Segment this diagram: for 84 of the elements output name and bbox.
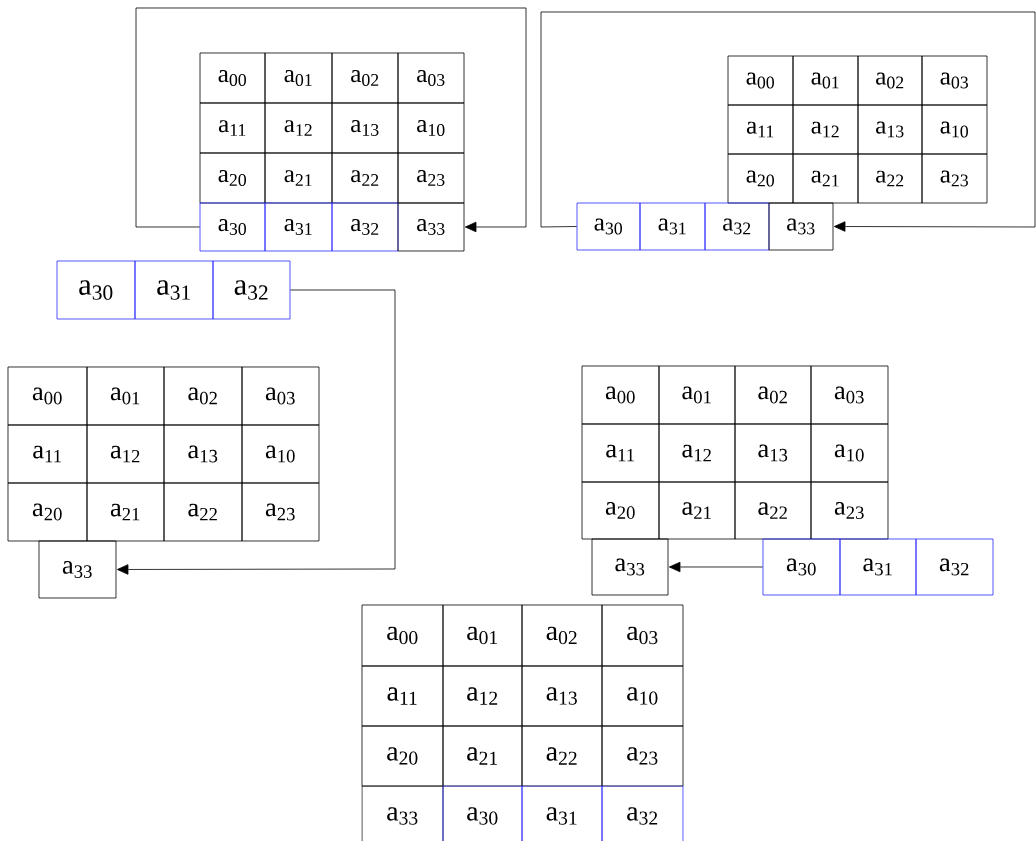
grid-cell: a$_{33}$ [397,202,465,252]
grid-cell: a$_{00}$ [727,55,794,106]
grid-cell: a$_{12}$ [264,102,333,154]
grid-cell: a$_{30}$ [56,260,136,320]
grid-cell: a$_{01}$ [86,366,165,426]
grid-cell: a$_{32}$ [915,538,994,596]
grid-cell: a$_{13}$ [521,665,603,727]
grid-cell: a$_{11}$ [7,424,88,484]
grid-cell: a$_{13}$ [857,104,923,155]
grid-cell: a$_{11}$ [361,665,444,727]
grid-cell: a$_{32}$ [331,202,399,252]
grid-cell: a$_{10}$ [397,102,465,154]
grid-cell: a$_{22}$ [331,152,399,204]
grid-cell: a$_{33}$ [591,538,669,596]
grid-cell: a$_{03}$ [397,52,465,104]
grid-cell: a$_{21}$ [264,152,333,204]
grid-cell: a$_{31}$ [839,538,917,596]
grid-cell: a$_{02}$ [734,365,812,425]
grid-cell: a$_{00}$ [199,52,266,104]
grid-cell: a$_{21}$ [442,725,523,787]
grid-cell: a$_{30}$ [199,202,266,252]
grid-cell: a$_{22}$ [163,482,243,542]
grid-cell: a$_{32}$ [601,785,684,841]
grid-cell: a$_{20}$ [7,482,88,542]
grid-cell: a$_{30}$ [442,785,523,841]
grid-cell: a$_{00}$ [581,365,660,425]
grid-cell: a$_{32}$ [704,202,770,251]
grid-cell: a$_{13}$ [734,423,812,483]
grid-cell: a$_{02}$ [521,604,603,667]
grid-cell: a$_{22}$ [734,481,812,540]
grid-cell: a$_{12}$ [658,423,736,483]
grid-cell: a$_{03}$ [601,604,684,667]
grid-cell: a$_{22}$ [857,153,923,204]
grid-cell: a$_{10}$ [241,424,320,484]
grid-cell: a$_{22}$ [521,725,603,787]
grid-cell: a$_{02}$ [331,52,399,104]
grid-cell: a$_{21}$ [86,482,165,542]
grid-cell: a$_{21}$ [658,481,736,540]
grid-cell: a$_{20}$ [581,481,660,540]
grid-cell: a$_{10}$ [810,423,889,483]
grid-cell: a$_{01}$ [442,604,523,667]
grid-cell: a$_{31}$ [264,202,333,252]
grid-cell: a$_{11}$ [199,102,266,154]
grid-cell: a$_{23}$ [241,482,320,542]
grid-cell: a$_{01}$ [264,52,333,104]
grid-cell: a$_{12}$ [86,424,165,484]
grid-cell: a$_{20}$ [199,152,266,204]
grid-cell: a$_{03}$ [921,55,988,106]
grid-cell: a$_{12}$ [442,665,523,727]
grid-cell: a$_{31}$ [134,260,214,320]
arrow [669,561,763,573]
grid-cell: a$_{12}$ [792,104,859,155]
grid-cell: a$_{11}$ [581,423,660,483]
grid-cell: a$_{02}$ [163,366,243,426]
grid-cell: a$_{33}$ [38,540,117,599]
grid-cell: a$_{10}$ [921,104,988,155]
grid-cell: a$_{20}$ [727,153,794,204]
grid-cell: a$_{00}$ [361,604,444,667]
grid-cell: a$_{30}$ [762,538,841,596]
grid-cell: a$_{01}$ [792,55,859,106]
arrow [135,7,527,233]
grid-cell: a$_{33}$ [768,202,834,251]
grid-cell: a$_{23}$ [921,153,988,204]
grid-cell: a$_{02}$ [857,55,923,106]
arrow [540,11,1036,232]
arrow [116,289,396,575]
grid-cell: a$_{31}$ [639,202,706,251]
grid-cell: a$_{10}$ [601,665,684,727]
grid-cell: a$_{23}$ [601,725,684,787]
grid-cell: a$_{00}$ [7,366,88,426]
grid-cell: a$_{13}$ [163,424,243,484]
grid-cell: a$_{01}$ [658,365,736,425]
grid-cell: a$_{03}$ [241,366,320,426]
grid-cell: a$_{21}$ [792,153,859,204]
grid-cell: a$_{33}$ [361,785,444,841]
grid-cell: a$_{03}$ [810,365,889,425]
grid-cell: a$_{20}$ [361,725,444,787]
grid-cell: a$_{13}$ [331,102,399,154]
grid-cell: a$_{23}$ [397,152,465,204]
grid-cell: a$_{23}$ [810,481,889,540]
grid-cell: a$_{11}$ [727,104,794,155]
grid-cell: a$_{31}$ [521,785,603,841]
grid-cell: a$_{30}$ [576,202,641,251]
grid-cell: a$_{32}$ [212,260,291,320]
